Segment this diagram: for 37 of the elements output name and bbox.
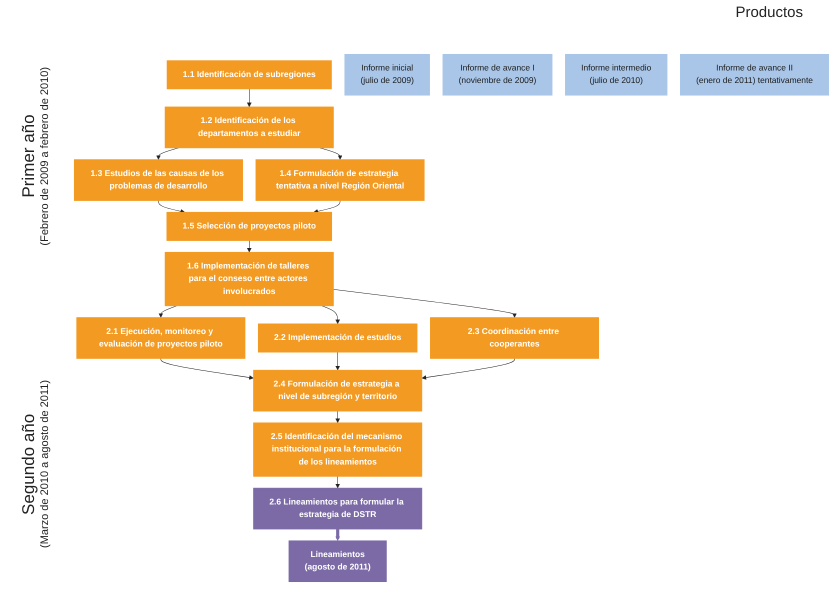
arrow [158, 200, 185, 214]
node-box: 1.2 Identificación de los departamentos a estudiar [164, 106, 334, 148]
node-box: 2.5 Identificación del mecanismo institucional para la formulación de los lineamientos [253, 422, 422, 477]
node-box: 2.3 Coordinación entre cooperantes [430, 317, 600, 359]
node-box: Informe intermedio (julio de 2010) [565, 54, 668, 96]
node-box: Lineamientos (agosto de 2011) [288, 540, 387, 582]
node-box: 1.5 Selección de proyectos piloto [166, 212, 332, 241]
arrow [246, 88, 252, 108]
period-dates: (Marzo de 2010 a agosto de 2011) [39, 380, 51, 548]
period-dates: (Febrero de 2009 a febrero de 2010) [39, 67, 51, 246]
node-box: Informe inicial (julio de 2009) [344, 54, 430, 96]
node-box: 1.1 Identificación de subregiones [166, 60, 332, 90]
node-box: 2.4 Formulación de estrategia a nivel de subregión y territorio [253, 370, 422, 412]
arrow [335, 352, 340, 370]
arrow [246, 240, 252, 252]
arrow [322, 306, 340, 324]
arrow [335, 528, 340, 541]
arrow [156, 148, 179, 160]
arrow [335, 476, 340, 488]
node-box: 2.6 Lineamientos para formular la estrategia de DSTR [253, 488, 422, 530]
period-heading: Segundo año [19, 412, 39, 516]
arrow [422, 358, 515, 380]
node-box: Informe de avance I (noviembre de 2009) [442, 54, 552, 96]
node-box: 1.6 Implementación de talleres para el conseso entre actores involucrados [164, 252, 334, 306]
node-box: 2.1 Ejecución, monitoreo y evaluación de proyectos piloto [76, 317, 246, 359]
node-box: 1.3 Estudios de las causas de los problemas de desarrollo [74, 159, 243, 201]
node-box: 2.2 Implementación de estudios [258, 324, 418, 352]
arrow [160, 358, 254, 380]
node-box: Informe de avance II (enero de 2011) tentativamente [680, 54, 830, 96]
arrow [314, 200, 340, 214]
arrow [158, 306, 177, 318]
arrow [333, 289, 517, 318]
period-heading: Primer año [19, 114, 39, 200]
node-box: 1.4 Formulación de estrategia tentativa a nivel Región Oriental [256, 159, 425, 201]
arrow [335, 410, 340, 423]
arrow [320, 148, 342, 160]
column-heading: Productos [734, 4, 803, 21]
